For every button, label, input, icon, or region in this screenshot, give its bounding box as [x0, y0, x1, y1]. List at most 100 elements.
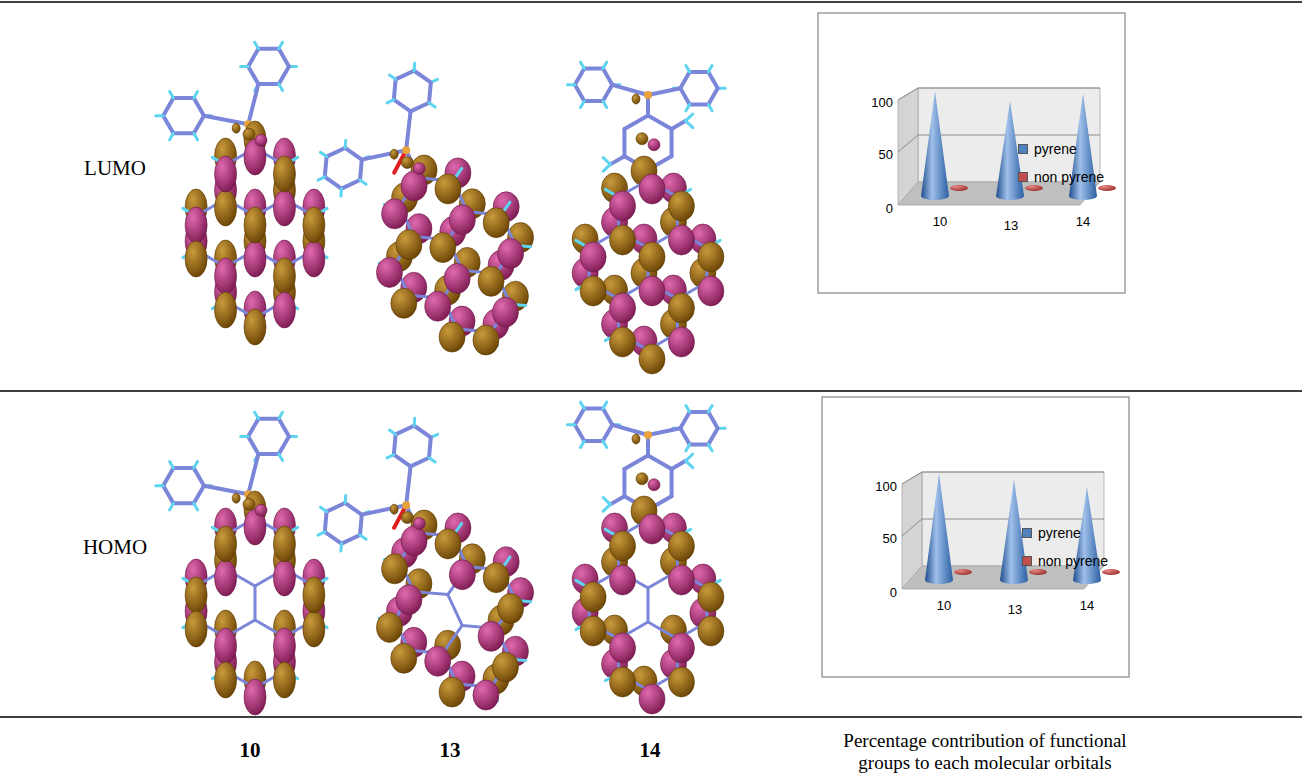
orbital-lobe — [698, 616, 724, 646]
axis-category: 10 — [937, 599, 951, 614]
orbital-lobe — [580, 276, 606, 306]
orbital-lobe — [215, 292, 237, 328]
ring-stick — [327, 148, 345, 157]
orbital-lobe — [610, 191, 636, 221]
bond-stick — [204, 116, 248, 125]
hydrogen-stick — [318, 532, 325, 535]
bond-stick — [648, 428, 680, 435]
orbital-lobe — [478, 266, 504, 296]
back-lobes — [572, 156, 716, 356]
non-pyrene-marker — [950, 185, 968, 191]
front-lobes — [376, 149, 523, 355]
hydrogen-stick — [389, 75, 395, 79]
hydrogen-stick — [156, 114, 163, 117]
orbital-lobe — [698, 242, 724, 272]
orbital-lobe — [668, 633, 694, 663]
orbital-lobe — [639, 514, 665, 544]
orbital-lobe — [449, 560, 475, 590]
hydrogen-stick — [567, 83, 574, 86]
hydrogen-stick — [170, 462, 174, 468]
ring-stick — [396, 426, 414, 435]
hydrogen-stick — [241, 435, 248, 438]
bond-stick — [612, 85, 648, 95]
orbital-lobe — [639, 242, 665, 272]
orbital-lobe — [668, 293, 694, 323]
orbital-lobe — [439, 677, 465, 707]
hydrogen-stick — [320, 507, 326, 511]
axis-category: 13 — [1004, 219, 1018, 234]
ring-stick — [342, 535, 360, 544]
table-rule — [0, 1, 1302, 3]
orbital-lobe — [668, 191, 694, 221]
orbital-lobe — [425, 646, 451, 676]
bond-stick — [248, 84, 258, 124]
orbital-lobe — [639, 174, 665, 204]
back-lobes — [185, 121, 325, 327]
orbital-lobe — [498, 239, 524, 269]
orbital-lobe — [255, 134, 267, 146]
hydrogen-stick — [170, 92, 174, 98]
compound-number: 10 — [240, 738, 261, 762]
ring-stick — [622, 469, 626, 496]
hydrogen-stick — [387, 100, 394, 103]
orbital-lobe — [401, 526, 427, 556]
chart-frame — [822, 397, 1129, 677]
orbital-lobe — [498, 594, 524, 624]
orbital-lobe — [273, 628, 295, 664]
ring-stick — [345, 148, 362, 160]
orbital-lobe — [430, 233, 456, 263]
hydrogen-stick — [686, 406, 690, 412]
caption: Percentage contribution of functional gr… — [820, 730, 1150, 774]
ring-stick — [670, 469, 674, 496]
ring-stick — [648, 115, 672, 129]
orbital-label: HOMO — [83, 535, 147, 559]
orbital-lobe — [648, 479, 660, 491]
hydrogen-stick — [603, 101, 607, 107]
axis-tick: 100 — [871, 96, 893, 111]
ring-stick — [603, 425, 612, 441]
pyrene-sticks — [183, 518, 327, 703]
non-pyrene-marker — [1025, 185, 1043, 191]
ring-stick — [429, 82, 431, 102]
orbital-lobe — [390, 149, 398, 159]
ring-stick — [279, 419, 289, 437]
ring-stick — [163, 98, 173, 116]
methyl-stick — [672, 121, 686, 129]
ring-stick — [258, 417, 278, 421]
ring-stick — [327, 503, 345, 512]
axis-category: 14 — [1076, 215, 1090, 230]
orbital-lobe — [648, 139, 660, 151]
hydrogen-stick — [603, 164, 610, 171]
axis-category: 14 — [1080, 599, 1094, 614]
hydrogen-stick — [581, 101, 585, 107]
hydrogen-stick — [603, 62, 607, 68]
axis-category: 13 — [1008, 603, 1022, 618]
orbital-lobe — [391, 643, 417, 673]
bond-stick — [362, 150, 406, 159]
ring-stick — [342, 180, 360, 189]
orbital-lobe — [439, 322, 465, 352]
front-lobes — [376, 504, 523, 710]
orbital-lobe — [215, 258, 237, 294]
ring-stick — [708, 88, 717, 104]
orbital-lobe — [273, 292, 295, 328]
hydrogen-stick — [279, 84, 283, 90]
ring-stick — [163, 468, 173, 486]
hydrogen-stick — [339, 189, 343, 196]
orbital-lobe — [636, 133, 648, 145]
legend-label: non pyrene — [1038, 553, 1108, 569]
bond-stick — [406, 111, 410, 150]
methyl-stick — [610, 156, 624, 164]
ring-stick — [584, 439, 603, 443]
ring-stick — [575, 69, 584, 85]
orbital-lobe — [185, 207, 207, 243]
hydrogen-stick — [320, 152, 326, 156]
ring-stick — [708, 412, 717, 428]
hydrogen-stick — [156, 484, 163, 487]
orbital-lobe — [376, 612, 402, 642]
bond-stick — [612, 425, 648, 435]
ring-stick — [603, 409, 612, 425]
orbital-lobe — [610, 293, 636, 323]
bond-stick — [647, 588, 650, 622]
hydrogen-stick — [344, 141, 348, 148]
